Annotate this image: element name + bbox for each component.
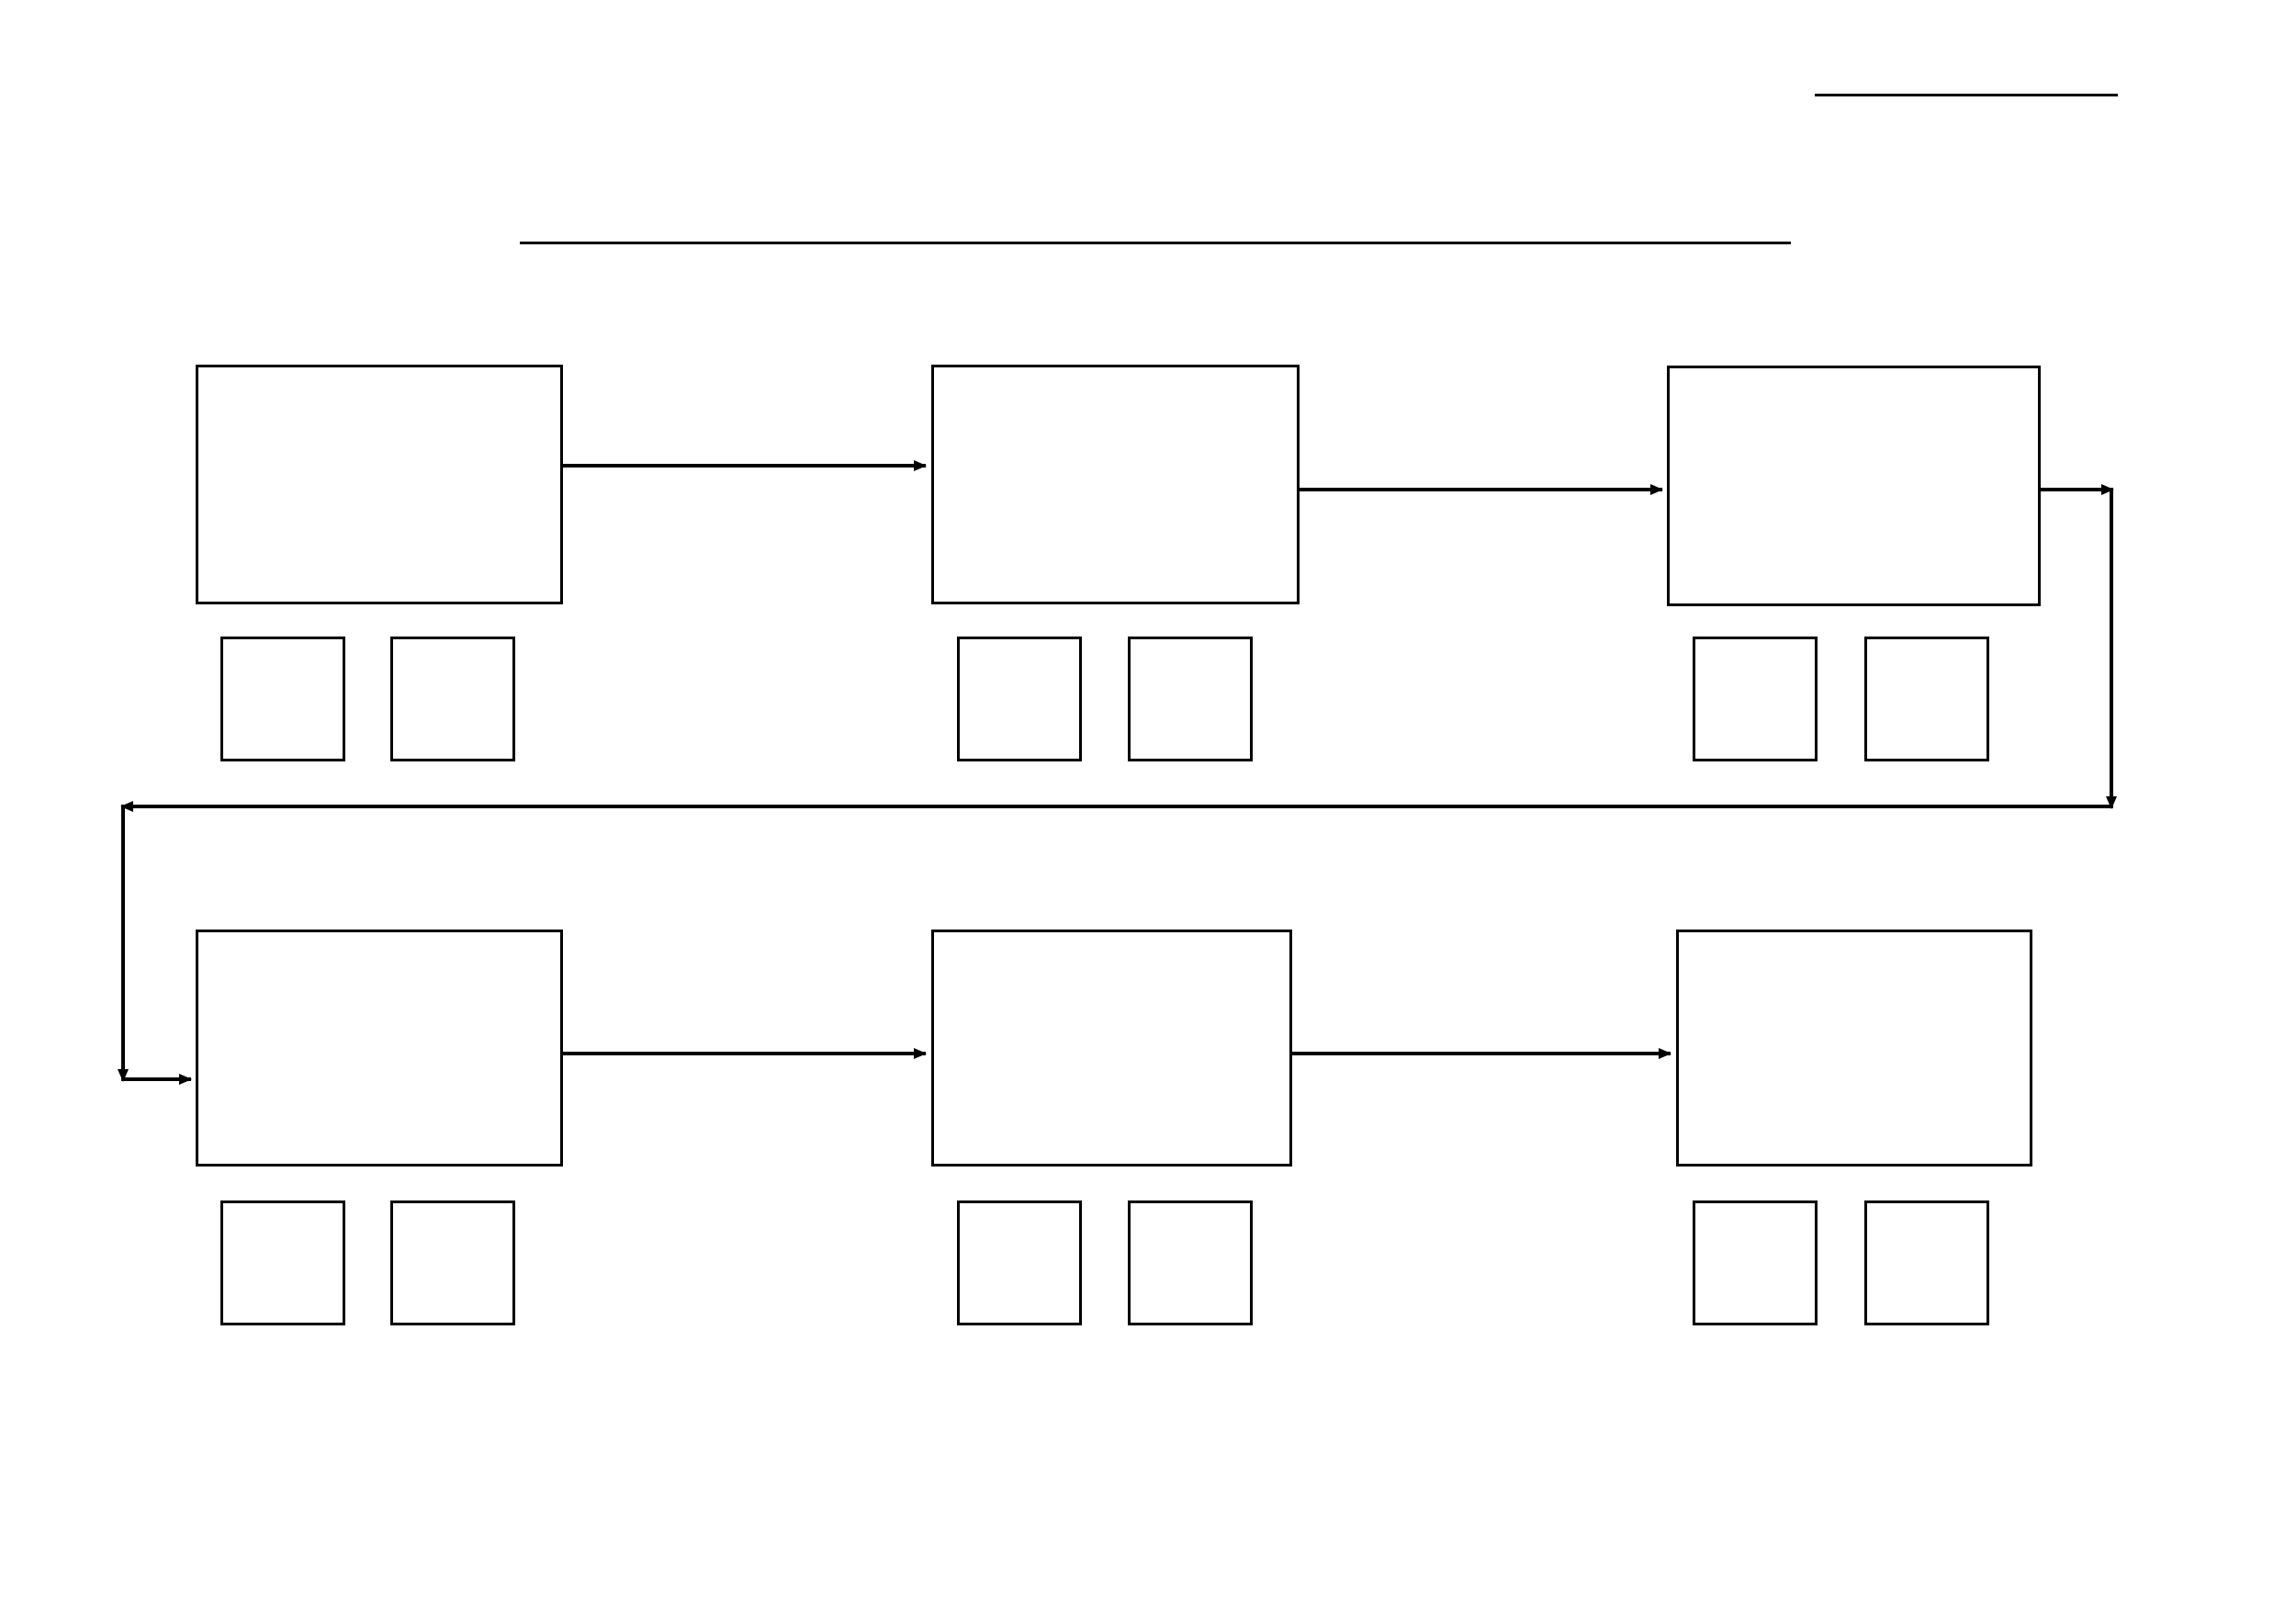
step-1-square-b[interactable] [390, 637, 515, 761]
step-5-square-a-label [960, 1203, 1079, 1323]
step-6-square-a[interactable] [1693, 1200, 1818, 1325]
step-4-square-a[interactable] [220, 1200, 345, 1325]
step-3-square-a-label [1695, 639, 1815, 759]
header-blank-line-top-right[interactable] [1815, 94, 2118, 96]
step-2-square-a-label [960, 639, 1079, 759]
step-5-square-b-label [1131, 1203, 1250, 1323]
process-box-step-3[interactable] [1667, 366, 2041, 606]
step-3-square-a[interactable] [1693, 637, 1818, 761]
step-6-square-b[interactable] [1864, 1200, 1989, 1325]
step-5-square-b[interactable] [1128, 1200, 1253, 1325]
process-box-step-1-label [198, 367, 560, 602]
step-3-square-b-label [1867, 639, 1986, 759]
process-box-step-2[interactable] [931, 365, 1300, 604]
process-box-step-3-label [1670, 368, 2038, 603]
step-1-square-a-label [223, 639, 343, 759]
step-5-square-a[interactable] [957, 1200, 1082, 1325]
step-6-square-a-label [1695, 1203, 1815, 1323]
step-6-square-b-label [1867, 1203, 1986, 1323]
process-box-step-6-label [1679, 932, 2030, 1164]
step-2-square-a[interactable] [957, 637, 1082, 761]
connector-step3-to-step4 [118, 484, 2117, 1085]
step-4-square-b[interactable] [390, 1200, 515, 1325]
step-3-square-b[interactable] [1864, 637, 1989, 761]
process-box-step-4-label [198, 932, 560, 1164]
process-box-step-5-label [934, 932, 1289, 1164]
step-1-square-b-label [393, 639, 512, 759]
step-2-square-b[interactable] [1128, 637, 1253, 761]
process-box-step-5[interactable] [931, 930, 1292, 1167]
process-box-step-1[interactable] [196, 365, 563, 604]
step-4-square-a-label [223, 1203, 343, 1323]
process-box-step-4[interactable] [196, 930, 563, 1167]
process-box-step-2-label [934, 367, 1297, 602]
step-2-square-b-label [1131, 639, 1250, 759]
process-box-step-6[interactable] [1676, 930, 2032, 1167]
title-blank-line[interactable] [520, 242, 1791, 244]
step-1-square-a[interactable] [220, 637, 345, 761]
step-4-square-b-label [393, 1203, 512, 1323]
